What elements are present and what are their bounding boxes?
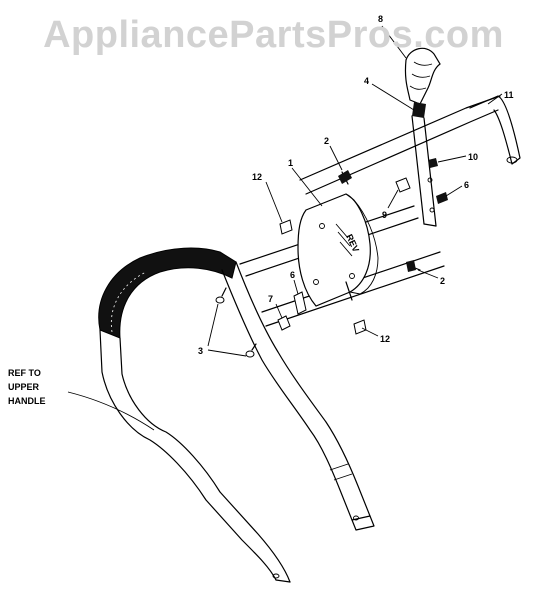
ref-label-line-3: HANDLE xyxy=(8,396,46,406)
callout-11: 11 xyxy=(504,90,514,100)
callout-labels: 8 4 11 2 1 10 6 9 12 2 6 7 3 12 xyxy=(198,14,514,356)
upper-handle-end xyxy=(469,95,521,165)
callout-2-upper: 2 xyxy=(324,136,329,146)
callout-3: 3 xyxy=(198,346,203,356)
handle-tubes xyxy=(239,95,501,327)
hardware-bolts-nuts xyxy=(215,158,448,358)
callout-8: 8 xyxy=(378,14,383,24)
callout-1: 1 xyxy=(288,158,293,168)
shift-lever xyxy=(404,47,441,227)
callout-10: 10 xyxy=(468,152,478,162)
callout-2-lower: 2 xyxy=(440,276,445,286)
callout-4: 4 xyxy=(364,76,369,86)
leader-lines xyxy=(67,25,503,431)
callout-7: 7 xyxy=(268,294,273,304)
callout-12-upper: 12 xyxy=(252,172,262,182)
callout-6-lower: 6 xyxy=(290,270,295,280)
callout-12-lower: 12 xyxy=(380,334,390,344)
lower-handle xyxy=(98,247,375,583)
ref-upper-handle-label: REF TO UPPER HANDLE xyxy=(8,368,46,406)
ref-label-line-1: REF TO xyxy=(8,368,41,378)
control-bracket: REV xyxy=(297,193,379,307)
ref-label-line-2: UPPER xyxy=(8,382,40,392)
callout-9: 9 xyxy=(382,210,387,220)
callout-6-upper: 6 xyxy=(464,180,469,190)
